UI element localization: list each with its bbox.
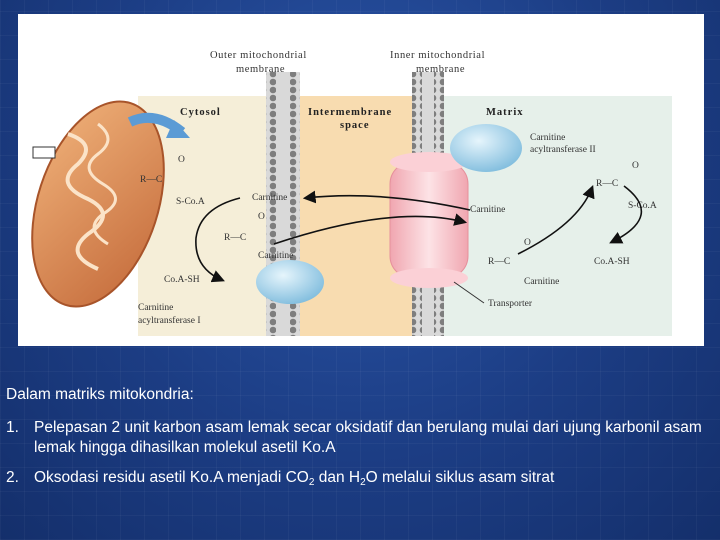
matrix-oxygen-top: O	[632, 161, 639, 171]
list-number: 2.	[6, 469, 19, 486]
cytosol-coash: Co.A-SH	[164, 275, 200, 285]
matrix-carnitine-top: Carnitine	[470, 205, 505, 215]
outer-membrane-label-1: Outer mitochondrial	[210, 50, 307, 61]
subscript: 2	[308, 477, 315, 488]
arrow-cytosol-loop	[195, 197, 241, 283]
im-rc: R—C	[224, 233, 246, 243]
inner-membrane-label-2: membrane	[416, 64, 465, 75]
inner-membrane-label-1: Inner mitochondrial	[390, 50, 485, 61]
mito-pointer-box	[32, 146, 56, 159]
mitochondrion-illustration	[31, 100, 165, 308]
zoom-arrow-head	[166, 120, 190, 138]
im-carnitine-bottom: Carnitine	[258, 251, 293, 261]
matrix-label: Matrix	[486, 107, 524, 118]
text-content: Dalam matriks mitokondria: 1. Pelepasan …	[6, 386, 706, 498]
transporter-leader	[453, 281, 485, 304]
list-text: Pelepasan 2 unit karbon asam lemak secar…	[34, 419, 702, 456]
subscript: 2	[360, 477, 366, 488]
matrix-rc-bottom: R—C	[488, 257, 510, 267]
im-oxygen: O	[258, 212, 265, 222]
arrow-matrix-loop	[609, 185, 643, 244]
cytosol-label: Cytosol	[180, 107, 221, 118]
intermembrane-label-1: Intermembrane	[308, 107, 392, 118]
section-heading: Dalam matriks mitokondria:	[6, 386, 194, 403]
arrow-matrix-up	[517, 185, 595, 255]
arrow-across-membrane	[273, 213, 468, 245]
matrix-coash: Co.A-SH	[594, 257, 630, 267]
text-part: Oksodasi residu asetil Ko.A menjadi CO	[34, 469, 309, 486]
text-part: O melalui siklus asam sitrat	[365, 469, 555, 486]
matrix-scoa: S-Co.A	[628, 201, 657, 211]
mitochondria-diagram: Outer mitochondrial membrane Inner mitoc…	[18, 14, 704, 346]
intermembrane-label-2: space	[340, 120, 370, 131]
matrix-carnitine-bottom: Carnitine	[524, 277, 559, 287]
enzyme1-label-1: Carnitine	[138, 303, 173, 313]
list-number: 1.	[6, 419, 19, 436]
list-text: Oksodasi residu asetil Ko.A menjadi CO2 …	[34, 468, 706, 488]
cytosol-oxygen: O	[178, 155, 185, 165]
text-part: dan H	[314, 469, 361, 486]
matrix-rc-top: R—C	[596, 179, 618, 189]
arrow-back-membrane	[302, 190, 471, 211]
carnitine-acyltransferase-2-protein	[450, 124, 522, 172]
enzyme2-label-1: Carnitine	[530, 133, 565, 143]
carnitine-acyltransferase-1-protein	[256, 260, 324, 304]
im-carnitine-top: Carnitine	[252, 193, 287, 203]
list-item: 1. Pelepasan 2 unit karbon asam lemak se…	[6, 418, 706, 458]
list-item: 2. Oksodasi residu asetil Ko.A menjadi C…	[6, 468, 706, 488]
cytosol-rc: R—C	[140, 175, 162, 185]
diagram-svg: Outer mitochondrial membrane Inner mitoc…	[31, 50, 672, 336]
transporter-label: Transporter	[488, 299, 533, 309]
transporter-protein	[389, 152, 469, 288]
enzyme1-label-2: acyltransferase I	[138, 315, 201, 326]
matrix-oxygen-bottom: O	[524, 238, 531, 248]
outer-membrane-label-2: membrane	[236, 64, 285, 75]
enzyme2-label-2: acyltransferase II	[530, 144, 596, 155]
cytosol-scoa: S-Co.A	[176, 197, 205, 207]
